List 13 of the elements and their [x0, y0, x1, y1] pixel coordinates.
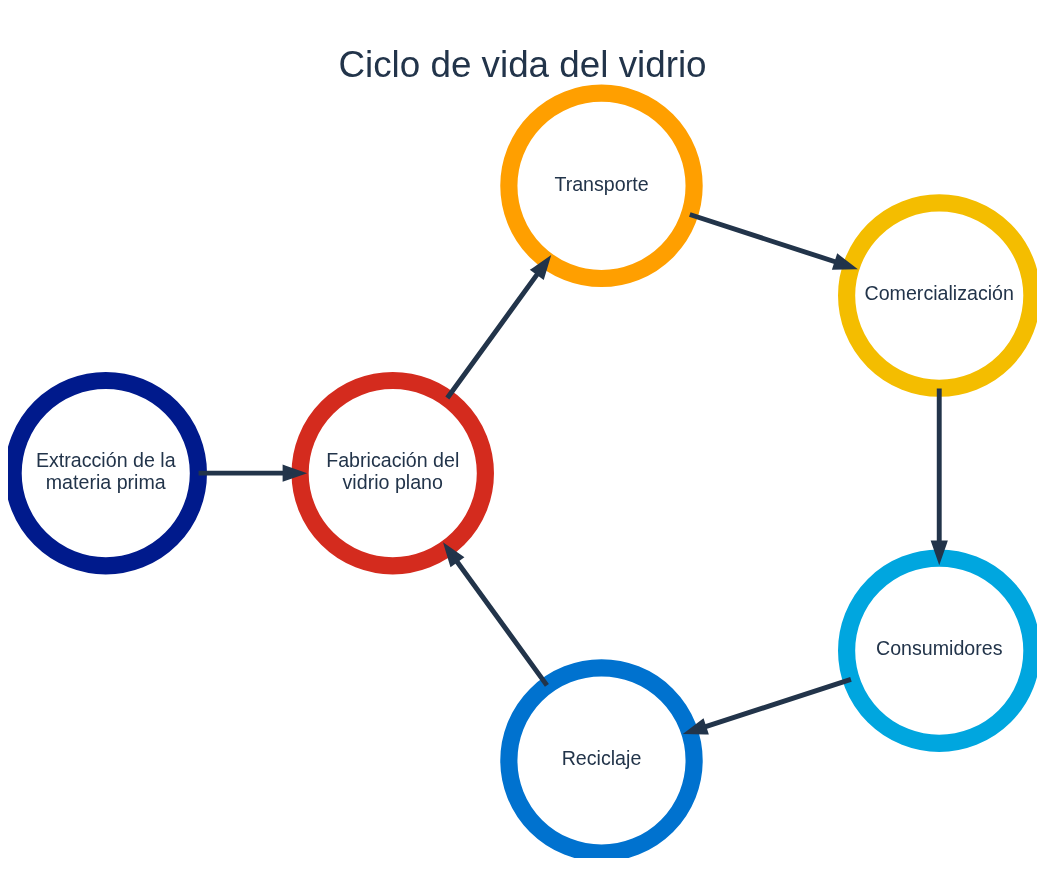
arrow: [930, 387, 948, 565]
diagram-title: Ciclo de vida del vidrio: [338, 43, 707, 85]
node-circle: Extracción de la materia prima: [8, 371, 207, 574]
arrow: [682, 676, 852, 735]
node-circle: Consumidores: [838, 549, 1037, 752]
arrow: [443, 541, 549, 687]
arrow: [445, 254, 552, 399]
arrow: [689, 211, 858, 270]
node-circle: Comercialización: [838, 193, 1037, 397]
node-circle: Reciclaje: [500, 658, 703, 858]
node-circle: Fabricación del vidrio plano: [291, 371, 494, 574]
arrow: [198, 464, 308, 482]
node-circle: Transporte: [500, 84, 703, 287]
